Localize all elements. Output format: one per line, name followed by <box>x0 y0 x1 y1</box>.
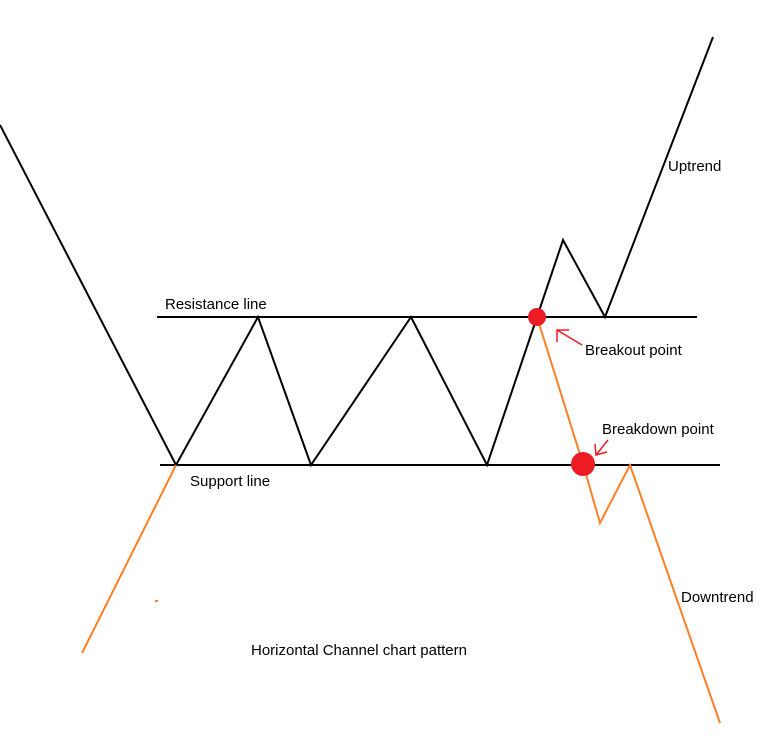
stray-orange-dot <box>155 600 158 602</box>
breakout-point-marker <box>528 308 546 326</box>
breakout-arrow-icon <box>556 329 583 346</box>
uptrend-label: Uptrend <box>668 158 722 175</box>
price-path-uptrend <box>0 36 714 468</box>
breakdown-point-marker <box>571 452 595 476</box>
breakout-point-label: Breakout point <box>585 342 682 359</box>
support-line-label: Support line <box>190 473 271 490</box>
resistance-line-label: Resistance line <box>165 296 267 313</box>
price-path-downtrend <box>536 316 721 724</box>
breakdown-arrow-icon <box>594 439 609 456</box>
diagram-title: Horizontal Channel chart pattern <box>251 642 467 659</box>
breakdown-point-label: Breakdown point <box>602 421 714 438</box>
price-path-pre-channel-alt <box>81 464 177 654</box>
downtrend-label: Downtrend <box>681 589 754 606</box>
